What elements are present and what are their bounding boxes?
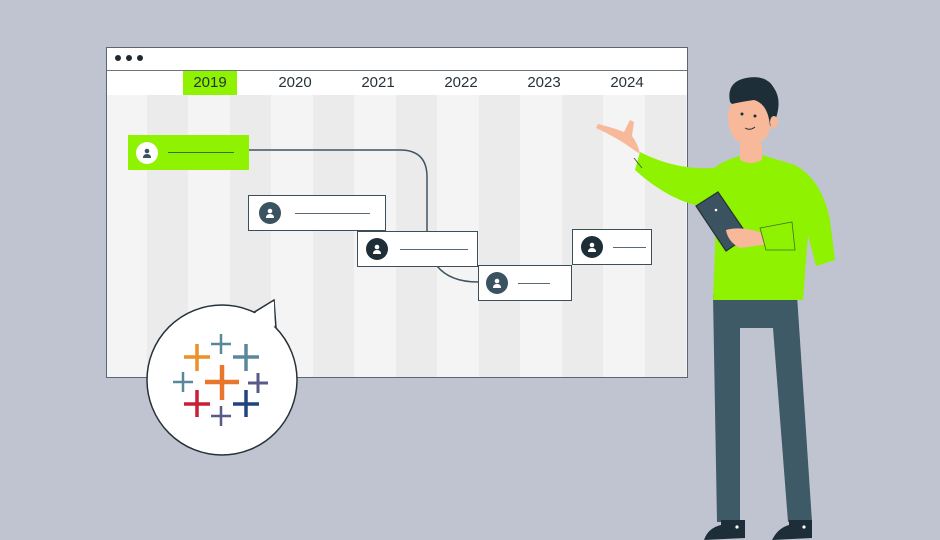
user-avatar-icon — [581, 236, 603, 258]
year-2023[interactable]: 2023 — [527, 74, 561, 91]
user-avatar-icon — [259, 202, 281, 224]
timeline-card-5[interactable] — [572, 229, 652, 265]
timeline-card-1[interactable] — [128, 135, 249, 170]
year-2024[interactable]: 2024 — [610, 74, 644, 91]
user-avatar-icon — [136, 141, 158, 164]
timeline-card-4[interactable] — [478, 265, 572, 301]
year-2020[interactable]: 2020 — [278, 74, 312, 91]
year-header: 2019 2020 2021 2022 2023 2024 — [107, 71, 687, 95]
card-text-line — [295, 212, 370, 214]
window-dot — [126, 55, 132, 61]
timeline-card-2[interactable] — [248, 195, 386, 231]
card-text-line — [400, 248, 468, 250]
user-avatar-icon — [366, 238, 388, 260]
window-titlebar — [107, 48, 687, 71]
card-text-line — [168, 152, 234, 153]
card-text-line — [613, 246, 646, 248]
year-2022[interactable]: 2022 — [444, 74, 478, 91]
window-dot — [115, 55, 121, 61]
tableau-logo-icon — [173, 334, 268, 426]
year-2019[interactable]: 2019 — [183, 71, 237, 95]
presenter-illustration — [596, 77, 835, 540]
user-avatar-icon — [486, 272, 508, 294]
window-controls[interactable] — [115, 55, 143, 61]
year-2021[interactable]: 2021 — [361, 74, 395, 91]
card-text-line — [518, 282, 550, 284]
window-dot — [137, 55, 143, 61]
timeline-card-3[interactable] — [357, 231, 478, 267]
tableau-logo-bubble — [146, 298, 298, 456]
